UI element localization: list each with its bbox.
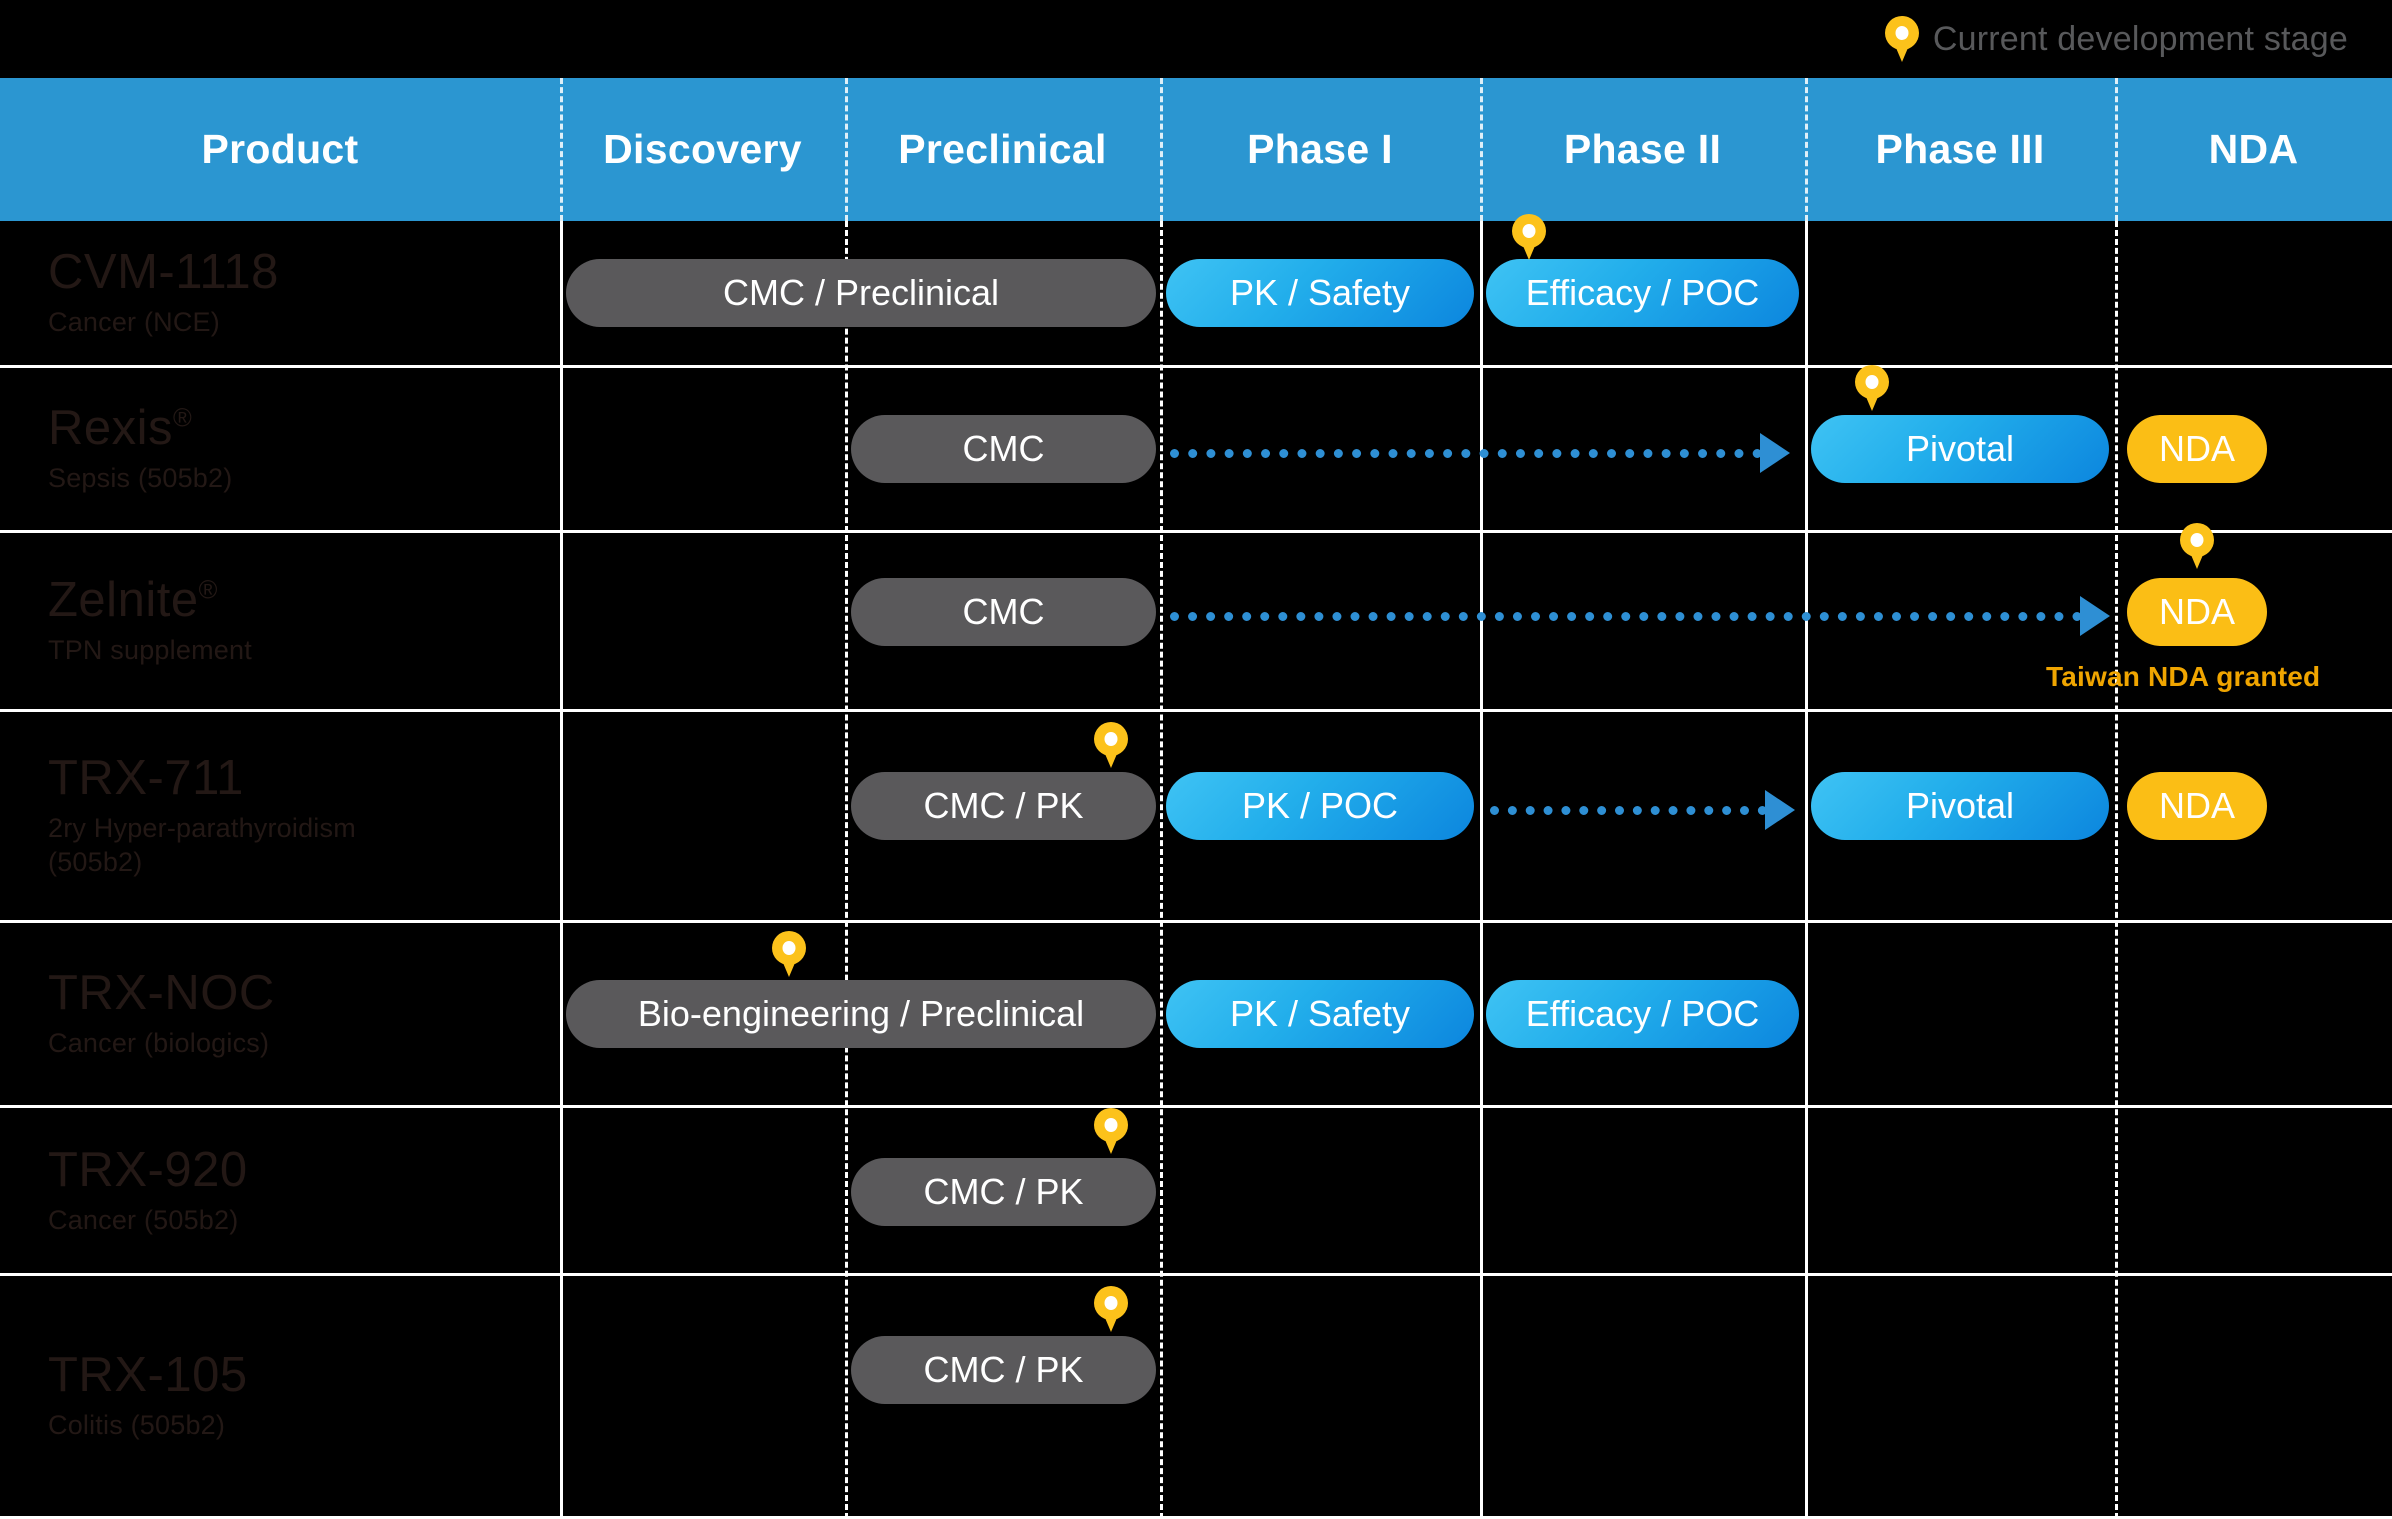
current-stage-marker-icon [2180, 523, 2214, 569]
stage-pill-cmc[interactable]: CMC [851, 415, 1156, 483]
product-cell: TRX-711 2ry Hyper-parathyroidism (505b2) [48, 712, 528, 920]
column-header-phase-i: Phase I [1247, 126, 1393, 172]
product-name: Zelnite® [48, 573, 218, 628]
column-header-nda: NDA [2208, 126, 2299, 172]
stage-pill-cmc-pk[interactable]: CMC / PK [851, 1158, 1156, 1226]
product-cell: CVM-1118 Cancer (NCE) [48, 221, 528, 365]
progress-arrow [1170, 596, 2110, 636]
current-stage-marker-icon [772, 931, 806, 977]
table-row[interactable]: TRX-711 2ry Hyper-parathyroidism (505b2)… [0, 712, 2392, 920]
product-indication: TPN supplement [48, 635, 252, 665]
grid-vline-phase-i [1480, 221, 1483, 1519]
column-header-preclinical: Preclinical [898, 126, 1107, 172]
header-divider-1 [560, 78, 563, 221]
stage-pill-cmc-preclinical[interactable]: CMC / Preclinical [566, 259, 1156, 327]
stage-pill-bio-engineering-preclinical[interactable]: Bio-engineering / Preclinical [566, 980, 1156, 1048]
column-header-product: Product [201, 126, 359, 172]
header-divider-3 [1160, 78, 1163, 221]
header-divider-6 [2115, 78, 2118, 221]
table-row[interactable]: TRX-105 Colitis (505b2) CMC / PK [0, 1276, 2392, 1516]
stage-pill-nda[interactable]: NDA [2127, 772, 2267, 840]
grid-hline-4 [0, 920, 2392, 923]
product-name: TRX-NOC [48, 966, 275, 1021]
header-divider-4 [1480, 78, 1483, 221]
stage-pill-cmc-pk[interactable]: CMC / PK [851, 772, 1156, 840]
grid-vline-preclinical [1160, 221, 1163, 1519]
product-cell: TRX-105 Colitis (505b2) [48, 1276, 528, 1516]
stage-pill-pk-poc[interactable]: PK / POC [1166, 772, 1474, 840]
product-name: TRX-920 [48, 1142, 248, 1197]
product-name: TRX-711 [48, 750, 244, 805]
stage-pill-pivotal[interactable]: Pivotal [1811, 772, 2109, 840]
grid-vline-phase-iii [2115, 221, 2118, 1519]
column-header-phase-iii: Phase III [1875, 126, 2045, 172]
product-name: CVM-1118 [48, 245, 279, 300]
header-divider-5 [1805, 78, 1808, 221]
legend-label: Current development stage [1932, 19, 2348, 58]
grid-hline-3 [0, 709, 2392, 712]
grid-hline-1 [0, 365, 2392, 368]
grid-hline-2 [0, 530, 2392, 533]
current-stage-marker-icon [1855, 365, 1889, 411]
stage-pill-cmc-pk[interactable]: CMC / PK [851, 1336, 1156, 1404]
product-cell: TRX-NOC Cancer (biologics) [48, 923, 528, 1105]
table-header-row: Product Discovery Preclinical Phase I Ph… [0, 78, 2392, 221]
table-row[interactable]: Zelnite® TPN supplement CMC NDA Taiwan N… [0, 523, 2392, 709]
grid-hline-5 [0, 1105, 2392, 1108]
product-indication: Sepsis (505b2) [48, 463, 233, 493]
column-header-phase-ii: Phase II [1563, 126, 1722, 172]
product-indication: Cancer (biologics) [48, 1028, 270, 1058]
grid-vline-discovery [845, 221, 848, 1519]
product-cell: Rexis® Sepsis (505b2) [48, 368, 528, 530]
progress-arrow [1170, 433, 1790, 473]
legend: Current development stage [0, 0, 2392, 78]
stage-pill-efficacy-poc[interactable]: Efficacy / POC [1486, 980, 1799, 1048]
stage-pill-pivotal[interactable]: Pivotal [1811, 415, 2109, 483]
column-header-discovery: Discovery [603, 126, 802, 172]
table-row[interactable]: Rexis® Sepsis (505b2) CMC Pivotal NDA [0, 365, 2392, 530]
grid-hline-bottom [0, 1516, 2392, 1519]
table-row[interactable]: CVM-1118 Cancer (NCE) CMC / Preclinical … [0, 214, 2392, 365]
current-stage-marker-icon [1094, 722, 1128, 768]
product-name: TRX-105 [48, 1348, 248, 1403]
product-indication: 2ry Hyper-parathyroidism [48, 812, 356, 843]
product-cell: TRX-920 Cancer (505b2) [48, 1108, 528, 1273]
table-row[interactable]: TRX-NOC Cancer (biologics) Bio-engineeri… [0, 923, 2392, 1105]
stage-pill-efficacy-poc[interactable]: Efficacy / POC [1486, 259, 1799, 327]
pipeline-table: Product Discovery Preclinical Phase I Ph… [0, 78, 2392, 1519]
product-cell: Zelnite® TPN supplement [48, 533, 528, 709]
product-indication: Colitis (505b2) [48, 1410, 226, 1440]
product-name: Rexis® [48, 401, 193, 456]
location-pin-icon [1884, 16, 1919, 62]
taiwan-nda-note: Taiwan NDA granted [2046, 661, 2321, 692]
header-divider-2 [845, 78, 848, 221]
progress-arrow [1490, 790, 1795, 830]
table-row[interactable]: TRX-920 Cancer (505b2) CMC / PK [0, 1108, 2392, 1273]
stage-pill-pk-safety[interactable]: PK / Safety [1166, 980, 1474, 1048]
stage-pill-cmc[interactable]: CMC [851, 578, 1156, 646]
product-indication-line2: (505b2) [48, 847, 143, 878]
grid-hline-6 [0, 1273, 2392, 1276]
product-indication: Cancer (505b2) [48, 1204, 239, 1235]
grid-vline-phase-ii [1805, 221, 1808, 1519]
stage-pill-pk-safety[interactable]: PK / Safety [1166, 259, 1474, 327]
current-stage-marker-icon [1094, 1108, 1128, 1154]
product-indication: Cancer (NCE) [48, 307, 220, 337]
grid-vline-product [560, 221, 563, 1519]
current-stage-marker-icon [1094, 1286, 1128, 1332]
current-stage-marker-icon [1512, 214, 1546, 260]
stage-pill-nda[interactable]: NDA [2127, 415, 2267, 483]
stage-pill-nda[interactable]: NDA [2127, 578, 2267, 646]
